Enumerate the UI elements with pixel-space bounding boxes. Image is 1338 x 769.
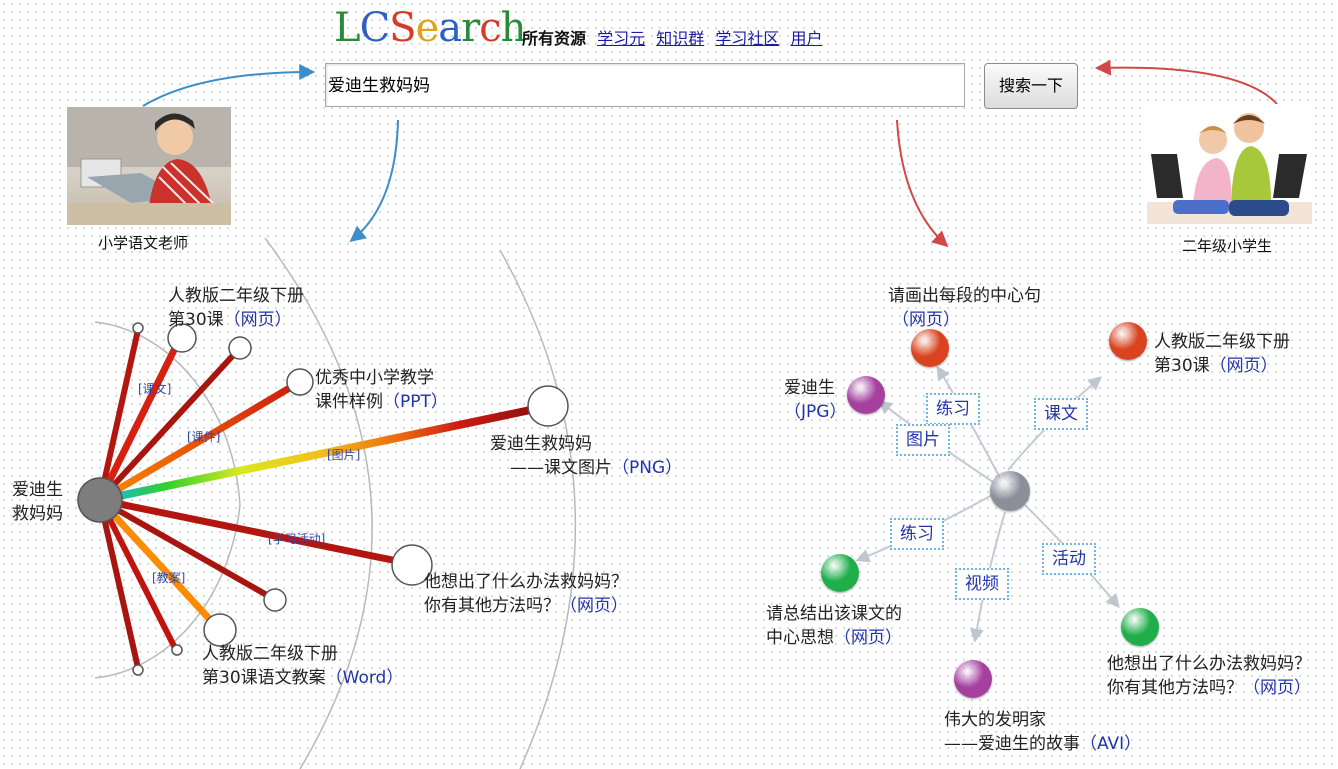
node-web-central-sentence[interactable] [911,329,949,367]
result-type: （PNG） [612,458,683,478]
students-photo [1147,104,1312,224]
result-type: （网页） [1209,356,1278,376]
search-to-left-view-arrow [349,119,399,242]
edge-label-exercise-top: 练习 [926,393,980,425]
nav-link-knowledge-group[interactable]: 知识群 [656,29,705,48]
edge-tag-courseware: [课件] [187,430,221,444]
left-result-courseware[interactable]: 优秀中小学教学 课件样例（PPT） [315,368,448,412]
radial-arcs [94,237,577,769]
left-result-nodes [132,322,569,676]
node-exercise-activity[interactable] [1121,608,1159,646]
nav-link-learning-cell[interactable]: 学习元 [597,29,646,48]
teacher-illustration [67,107,231,225]
teacher-caption: 小学语文老师 [98,234,189,252]
logo-letter: C [359,5,391,51]
students-caption: 二年级小学生 [1182,237,1273,255]
edge-tag-image: [图片] [327,448,361,462]
lcsearch-logo[interactable]: LCSearch [334,4,527,52]
right-result-inventor-video[interactable]: 伟大的发明家 ——爱迪生的故事（AVI） [944,710,1142,754]
node-center[interactable] [990,471,1030,511]
nav-link-learning-community[interactable]: 学习社区 [715,29,780,48]
left-center-node[interactable] [77,477,123,523]
left-center-label: 爱迪生 救妈妈 [12,480,63,524]
right-result-main-idea[interactable]: 请总结出该课文的 中心思想（网页） [766,604,902,648]
result-type: （JPG） [784,402,847,422]
result-type: （网页） [223,310,292,330]
right-result-textbook[interactable]: 人教版二年级下册 第30课（网页） [1154,332,1290,376]
node-image-edison[interactable] [847,376,885,414]
node-web-textbook[interactable] [1109,322,1147,360]
node-video-inventor[interactable] [954,660,992,698]
edge-tag-lesson-plan: [教案] [152,571,186,585]
edge-label-video: 视频 [955,568,1009,600]
result-type: （网页） [1243,678,1311,698]
left-radial-spokes [96,327,544,671]
logo-letter: h [500,5,527,51]
logo-letter: L [334,5,361,51]
right-result-central-sentence[interactable]: 请画出每段的中心句 （网页） [888,286,1041,330]
edge-label-activity: 活动 [1042,543,1096,575]
result-type: （网页） [560,596,628,616]
search-button[interactable]: 搜索一下 [984,63,1078,109]
logo-letter: e [415,5,440,51]
edge-tag-activity: [学习活动] [268,532,326,546]
left-result-activity[interactable]: 他想出了什么办法救妈妈？ 你有其他方法吗？（网页） [424,572,628,616]
nav-link-users[interactable]: 用户 [790,29,823,48]
edge-label-text: 课文 [1034,398,1088,430]
resource-nav: 所有资源 学习元 知识群 学习社区 用户 [522,28,828,50]
result-type: （网页） [892,310,960,330]
right-result-edison-image[interactable]: 爱迪生 （JPG） [784,378,847,422]
result-type: （网页） [834,628,902,648]
teacher-to-search-arrow [142,64,316,107]
logo-letter: S [389,5,416,51]
nav-all-resources[interactable]: 所有资源 [522,29,587,48]
left-result-lesson-plan[interactable]: 人教版二年级下册 第30课语文教案（Word） [202,644,404,688]
edge-label-image: 图片 [896,424,950,456]
right-result-activity-question[interactable]: 他想出了什么办法救妈妈？ 你有其他方法吗？（网页） [1107,654,1311,698]
students-to-search-arrow [1094,59,1278,105]
left-result-image[interactable]: 爱迪生救妈妈 ——课文图片（PNG） [490,434,683,478]
logo-letter: a [438,5,462,51]
edge-label-exercise-bottom: 练习 [890,518,944,550]
node-exercise-main-idea[interactable] [821,554,859,592]
teacher-photo [67,107,231,225]
logo-letter: r [461,5,480,51]
result-type: （PPT） [383,392,448,412]
logo-letter: c [479,5,501,51]
result-type: （Word） [325,668,404,688]
left-result-textbook[interactable]: 人教版二年级下册 第30课（网页） [168,286,304,330]
search-to-right-view-arrow [896,119,949,248]
students-illustration [1147,113,1312,224]
edge-tag-text: [课文] [138,382,172,396]
result-type: （AVI） [1080,734,1142,754]
search-input[interactable]: 爱迪生救妈妈 [325,63,965,107]
